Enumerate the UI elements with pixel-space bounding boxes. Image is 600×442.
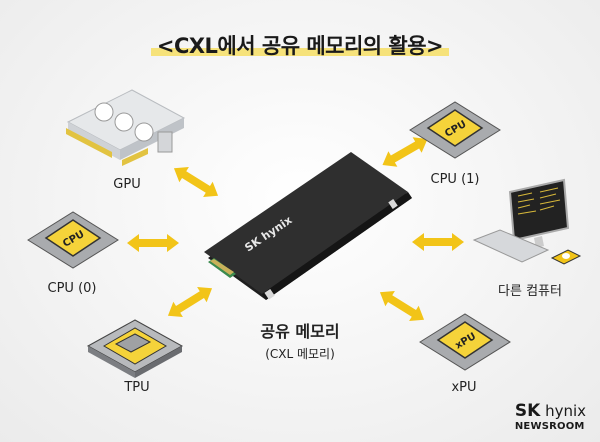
node-label-cpu1: CPU (1) xyxy=(430,172,480,187)
cpu-chip-icon: CPU xyxy=(27,211,119,269)
desktop-computer-icon xyxy=(472,178,582,265)
node-label-xpu: xPU xyxy=(451,380,477,395)
shared-memory-subtitle: (CXL 메모리) xyxy=(265,347,335,361)
shared-memory-title: 공유 메모리 xyxy=(260,322,340,341)
node-label-other-computer: 다른 컴퓨터 xyxy=(498,284,562,299)
tpu-chip-icon xyxy=(86,319,184,378)
arrow-cpu0 xyxy=(127,234,179,252)
page-title: <CXL에서 공유 메모리의 활용> xyxy=(0,30,600,60)
node-label-tpu: TPU xyxy=(124,380,150,395)
node-label-cpu0: CPU (0) xyxy=(47,281,97,296)
cxl-memory-device-icon: SK hynix xyxy=(204,152,412,300)
sk-hynix-newsroom-logo: SK hynix NEWSROOM xyxy=(514,401,586,432)
xpu-chip-icon: xPU xyxy=(419,313,511,371)
gpu-card-icon xyxy=(66,89,186,166)
cpu-chip-icon: CPU xyxy=(409,101,501,159)
shared-memory-label: 공유 메모리 (CXL 메모리) xyxy=(260,318,339,362)
node-label-gpu: GPU xyxy=(113,177,141,192)
